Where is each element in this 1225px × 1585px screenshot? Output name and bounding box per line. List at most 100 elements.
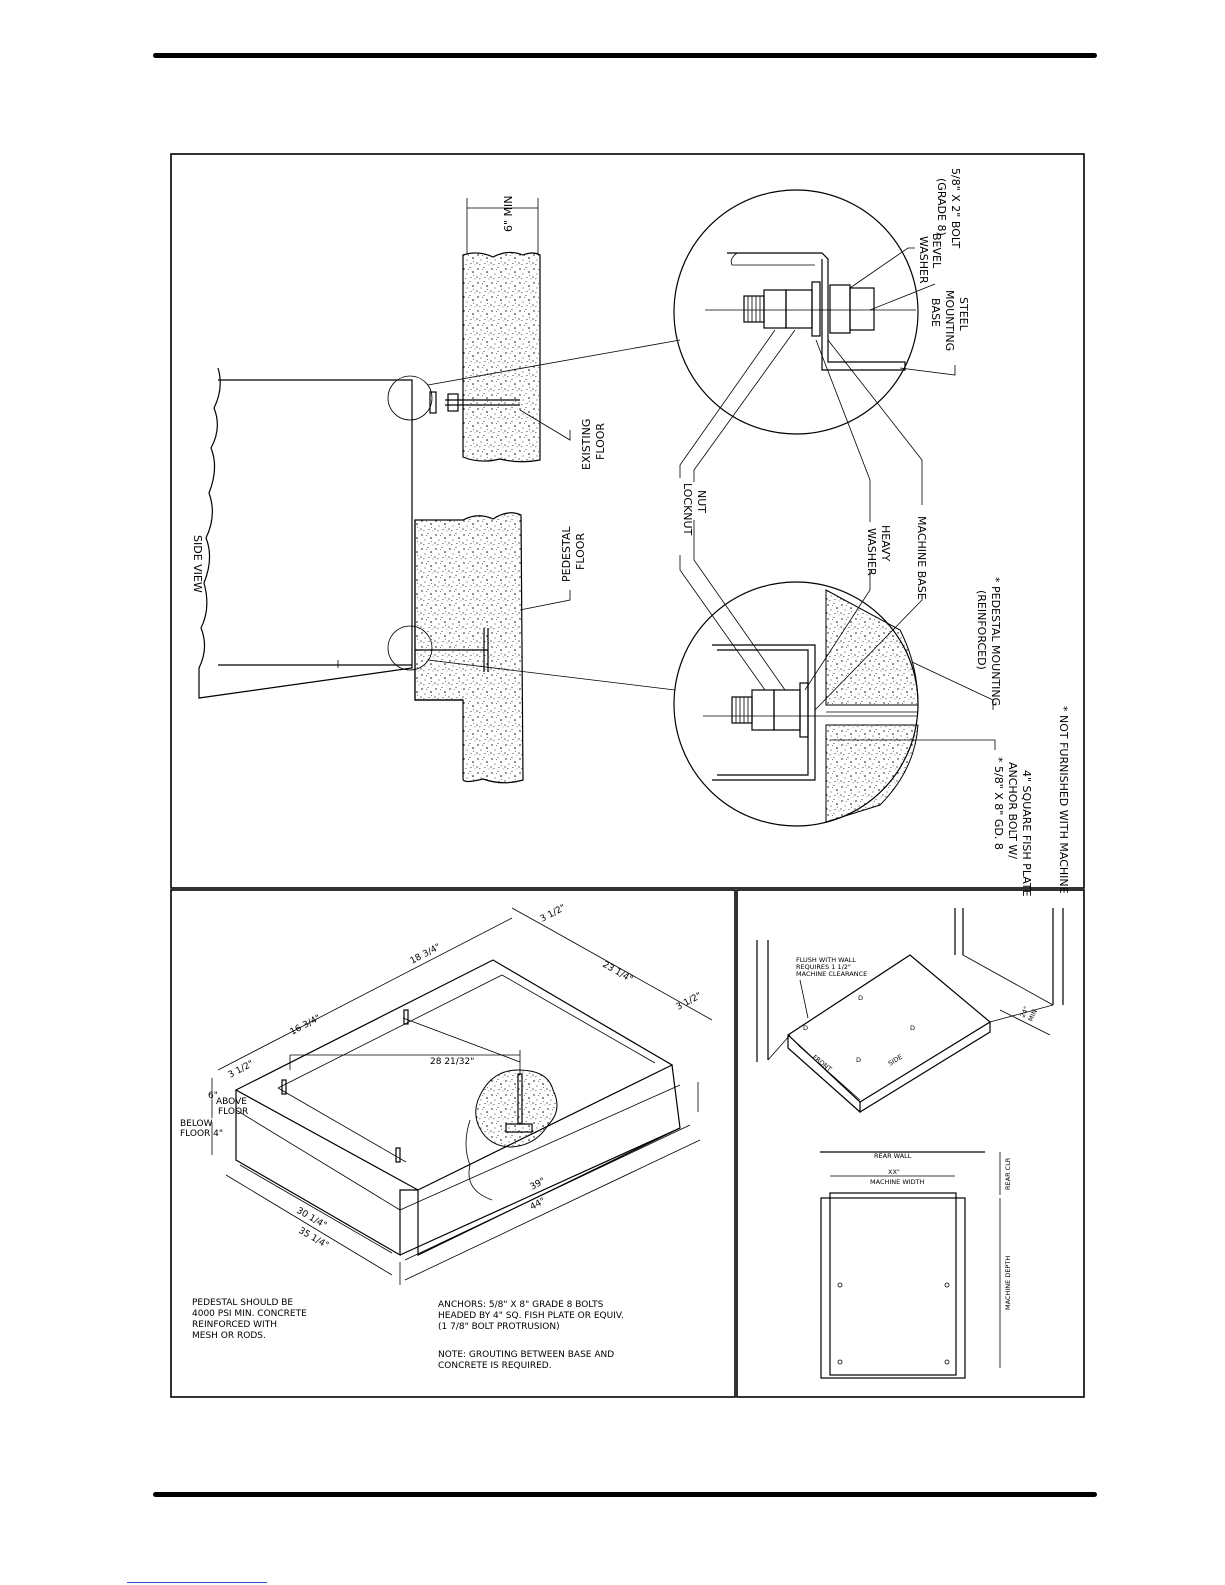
flush-note-3: MACHINE CLEARANCE — [796, 970, 867, 978]
footer-rule — [153, 1492, 1097, 1497]
steel-base-label-3: BASE — [929, 298, 942, 327]
anchor-pin-2 — [403, 1009, 409, 1025]
lower-thread — [731, 696, 753, 724]
bolt-label-2: (GRADE 8) — [935, 178, 948, 236]
bevel-washer-label-1: BEVEL — [930, 233, 943, 269]
upper-detail-circle — [673, 189, 919, 435]
pedestal-bolt-detail — [673, 581, 919, 827]
heavy-washer-label-1: HEAVY — [879, 525, 892, 562]
pedestal-bottom-right — [399, 1127, 681, 1256]
locknut-label: LOCKNUT — [681, 483, 694, 536]
dim-35-14: 35 1/4" — [297, 1226, 331, 1251]
pedestal-note-4: MESH OR RODS. — [192, 1331, 266, 1341]
pedestal-top-face — [234, 959, 674, 1191]
pedestal-inner-top-edge — [277, 974, 503, 1089]
pedestal-floor-leader — [519, 590, 571, 611]
machine-body-outline — [198, 367, 413, 699]
anchor-bolt-label-1: * 5/8" X 8" GD. 8 — [992, 757, 1005, 850]
pedestal-inner-right-edge — [501, 974, 656, 1064]
pedestal-floor-slab — [414, 512, 524, 784]
grouting-note-2: CONCRETE IS REQUIRED. — [438, 1361, 552, 1371]
anchor-pin-1 — [281, 1079, 287, 1095]
upper-nut — [785, 289, 813, 329]
plan-outer-rect — [820, 1197, 966, 1379]
anchors-note-3: (1 7/8" BOLT PROTRUSION) — [438, 1322, 560, 1332]
anchor-mark-3: D — [910, 1024, 915, 1032]
dim-right-line — [547, 927, 713, 1021]
upper-heavy-washer — [811, 281, 821, 337]
lower-thread-ticks — [735, 697, 749, 723]
anchor-mark-2: D — [803, 1024, 808, 1032]
plan-inner-rect — [829, 1192, 957, 1376]
bevel-washer-label-2: WASHER — [917, 236, 930, 284]
wall-view-section: D D D D FRONT SIDE FLUSH WITH WALL REQUI… — [756, 908, 1064, 1379]
pedestal-bolt-detail-circle — [387, 625, 433, 671]
steel-base-label-1: STEEL — [957, 297, 970, 332]
rear-wall-label: REAR WALL — [874, 1152, 912, 1160]
existing-floor-leader — [519, 409, 571, 441]
upper-bevel-washer — [829, 284, 851, 334]
existing-bolt-nut — [447, 393, 459, 412]
min-clear-dim — [999, 1009, 1051, 1036]
anchor-pin-3 — [395, 1147, 401, 1163]
side-view-section: 6" MIN SIDE VIEW EXISTING FLOOR PEDESTAL… — [191, 168, 1070, 897]
pedestal-isometric-section: 18 3/4" 16 3/4" 3 1/2" 23 1/4" 3 1/2" 28… — [180, 903, 713, 1371]
plan-anchor-3 — [837, 1359, 843, 1365]
wall-pedestal-side — [787, 1022, 991, 1114]
existing-bolt-washer — [429, 391, 437, 414]
pedestal-mounting-leader — [911, 661, 994, 710]
dim-3-12-right: 3 1/2" — [675, 991, 704, 1013]
pedestal-floor-label-1: PEDESTAL — [560, 526, 573, 582]
dim-28-2132: 28 21/32" — [430, 1057, 474, 1067]
lower-concrete-upper — [825, 589, 919, 706]
plan-anchor-1 — [837, 1282, 843, 1288]
dim-39: 39" — [529, 1176, 547, 1192]
pedestal-left-face — [235, 1090, 418, 1257]
existing-floor-label-1: EXISTING — [580, 419, 593, 470]
dim-44-line — [404, 1139, 701, 1281]
upper-thread-ticks — [747, 296, 761, 322]
dim-23-14: 23 1/4" — [601, 960, 635, 985]
footer-link-underline — [127, 1582, 267, 1583]
dim-16-34: 16 3/4" — [289, 1013, 323, 1037]
grouting-note-1: NOTE: GROUTING BETWEEN BASE AND — [438, 1350, 614, 1360]
nut-leader — [693, 329, 796, 691]
bolt-label-1: 5/8" X 2" BOLT — [949, 168, 962, 248]
lower-heavy-washer — [799, 682, 809, 738]
above-floor-3: FLOOR — [218, 1107, 248, 1117]
pedestal-mounting-label-1: * PEDESTAL MOUNTING — [989, 577, 1002, 706]
anchors-note-2: HEADED BY 4" SQ. FISH PLATE OR EQUIV. — [438, 1311, 624, 1321]
below-floor-1: BELOW — [180, 1119, 213, 1129]
bevel-washer-leader — [849, 247, 915, 289]
dim-30-line — [239, 1164, 393, 1254]
wall-pedestal-step — [797, 1044, 861, 1101]
pedestal-floor-line-right — [399, 1084, 681, 1211]
anchor-bolt-leader — [830, 739, 996, 750]
above-floor-2: ABOVE — [216, 1097, 247, 1107]
lower-locknut — [751, 689, 775, 731]
cutaway-break-line — [465, 1119, 493, 1201]
pedestal-inner-left-edge — [277, 1087, 407, 1163]
machine-base-leader — [814, 339, 923, 711]
pedestal-iso-panel-frame — [170, 889, 736, 1398]
machine-width-value: XX" — [888, 1168, 900, 1176]
anchor-bolt-label-3: 4" SQUARE FISH PLATE — [1020, 770, 1033, 897]
bolt-leader — [869, 283, 936, 311]
machine-width-label: MACHINE WIDTH — [870, 1178, 925, 1186]
machine-depth-label: MACHINE DEPTH — [1004, 1256, 1012, 1310]
existing-bolt-detail-circle — [387, 375, 433, 421]
above-floor-1: 6" — [208, 1091, 218, 1101]
pedestal-note-1: PEDESTAL SHOULD BE — [192, 1298, 293, 1308]
locknut-leader — [679, 329, 776, 691]
pedestal-mounting-label-2: (REINFORCED) — [975, 590, 988, 670]
anchor-mark-4: D — [856, 1056, 861, 1064]
lower-concrete-lower — [825, 724, 919, 823]
pedestal-note-3: REINFORCED WITH — [192, 1320, 277, 1330]
rear-clear-label: REAR CLR — [1004, 1157, 1012, 1190]
side-view-title: SIDE VIEW — [191, 535, 204, 593]
min-depth-label: 6" MIN — [502, 195, 515, 232]
below-floor-2: FLOOR 4" — [180, 1129, 223, 1139]
steel-mounting-base-angle — [727, 252, 906, 371]
flush-note-2: REQUIRES 1 1/2" — [796, 963, 851, 971]
